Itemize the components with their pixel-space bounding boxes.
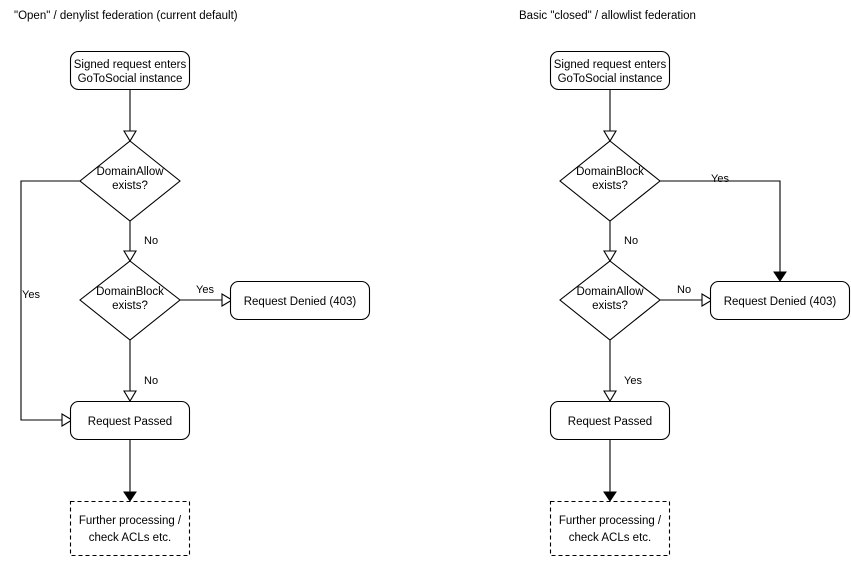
request-denied-box-shape (709, 280, 851, 321)
request-passed-label: Request Passed (568, 416, 652, 428)
edge-label-domainblock-no: No (144, 375, 158, 387)
entry-box-label-line1: Signed request enters (554, 59, 667, 71)
entry-box-label-line2: GoToSocial instance (558, 73, 663, 85)
node-decision-domainallow-right[interactable]: DomainAllow exists? (559, 260, 661, 341)
edge-domainallow-yes-right: Yes (603, 340, 642, 403)
domainblock-label-line2: exists? (592, 180, 628, 192)
node-request-passed-left[interactable]: Request Passed (69, 400, 191, 441)
edge-domainallow-yes-left: Yes (20, 180, 80, 427)
arrowhead-filled-icon (123, 491, 137, 502)
arrowhead-open-icon (221, 293, 234, 307)
diagram-open-denylist: "Open" / denylist federation (current de… (14, 10, 371, 557)
edge-label-domainblock-yes: Yes (196, 284, 214, 296)
node-decision-domainblock-left[interactable]: DomainBlock exists? (79, 260, 181, 341)
edge-domainblock-no-left: No (123, 340, 158, 403)
edge-entry-to-domainallow-left (123, 89, 137, 143)
domainallow-label-line1: DomainAllow (576, 286, 644, 298)
request-passed-label: Request Passed (88, 416, 172, 428)
edge-domainallow-no-left: No (123, 221, 158, 263)
edge-passed-to-further-left (123, 439, 137, 502)
edge-domainblock-yes-left: Yes (180, 284, 234, 307)
diagram-title-right: Basic "closed" / allowlist federation (519, 10, 696, 22)
arrowhead-filled-icon (773, 271, 787, 282)
node-further-processing-right[interactable]: Further processing / check ACLs etc. (549, 500, 671, 557)
arrowhead-open-icon (123, 250, 137, 263)
further-processing-box-shape (549, 500, 671, 557)
further-processing-box-shape (69, 500, 191, 557)
node-request-denied-right[interactable]: Request Denied (403) (709, 280, 851, 321)
edge-entry-to-domainblock-right (603, 89, 617, 143)
further-processing-label-line2: check ACLs etc. (569, 532, 651, 544)
domainallow-label-line1: DomainAllow (96, 166, 164, 178)
request-denied-label: Request Denied (403) (244, 296, 357, 308)
arrowhead-open-icon (603, 390, 617, 403)
arrowhead-open-icon (701, 293, 714, 307)
edge-label-domainallow-yes: Yes (22, 289, 40, 301)
domainblock-label-line1: DomainBlock (96, 286, 164, 298)
node-decision-domainblock-right[interactable]: DomainBlock exists? (559, 140, 661, 222)
edge-domainblock-no-right: No (603, 221, 638, 263)
node-entry-right[interactable]: Signed request enters GoToSocial instanc… (549, 50, 671, 91)
arrowhead-open-icon (603, 250, 617, 263)
further-processing-label-line1: Further processing / (79, 515, 182, 527)
domainblock-label-line2: exists? (112, 300, 148, 312)
domainallow-label-line2: exists? (112, 180, 148, 192)
diagram-title-left: "Open" / denylist federation (current de… (14, 10, 238, 22)
arrowhead-open-icon (123, 130, 137, 143)
node-request-denied-left[interactable]: Request Denied (403) (229, 280, 371, 321)
node-request-passed-right[interactable]: Request Passed (549, 400, 671, 441)
node-decision-domainallow-left[interactable]: DomainAllow exists? (79, 140, 181, 222)
entry-box-label-line1: Signed request enters (74, 59, 187, 71)
further-processing-label-line1: Further processing / (559, 515, 662, 527)
node-further-processing-left[interactable]: Further processing / check ACLs etc. (69, 500, 191, 557)
further-processing-label-line2: check ACLs etc. (89, 532, 171, 544)
arrowhead-filled-icon (603, 491, 617, 502)
edge-label-domainblock-no: No (624, 235, 638, 247)
arrowhead-open-icon (603, 130, 617, 143)
domainblock-label-line1: DomainBlock (576, 166, 644, 178)
domainallow-label-line2: exists? (592, 300, 628, 312)
edge-label-domainblock-yes: Yes (711, 173, 729, 185)
edge-label-domainallow-no: No (677, 284, 691, 296)
edge-passed-to-further-right (603, 439, 617, 502)
arrowhead-open-icon (123, 390, 137, 403)
diagram-closed-allowlist: Basic "closed" / allowlist federation Si… (519, 10, 851, 557)
edge-label-domainallow-no: No (144, 235, 158, 247)
arrowhead-open-icon (61, 413, 74, 427)
request-denied-box-shape (229, 280, 371, 321)
entry-box-label-line2: GoToSocial instance (78, 73, 183, 85)
edge-domainblock-yes-right: Yes (660, 173, 787, 282)
request-denied-label: Request Denied (403) (724, 296, 837, 308)
node-entry-left[interactable]: Signed request enters GoToSocial instanc… (69, 50, 191, 91)
edge-label-domainallow-yes: Yes (624, 375, 642, 387)
edge-domainallow-no-right: No (660, 284, 714, 307)
